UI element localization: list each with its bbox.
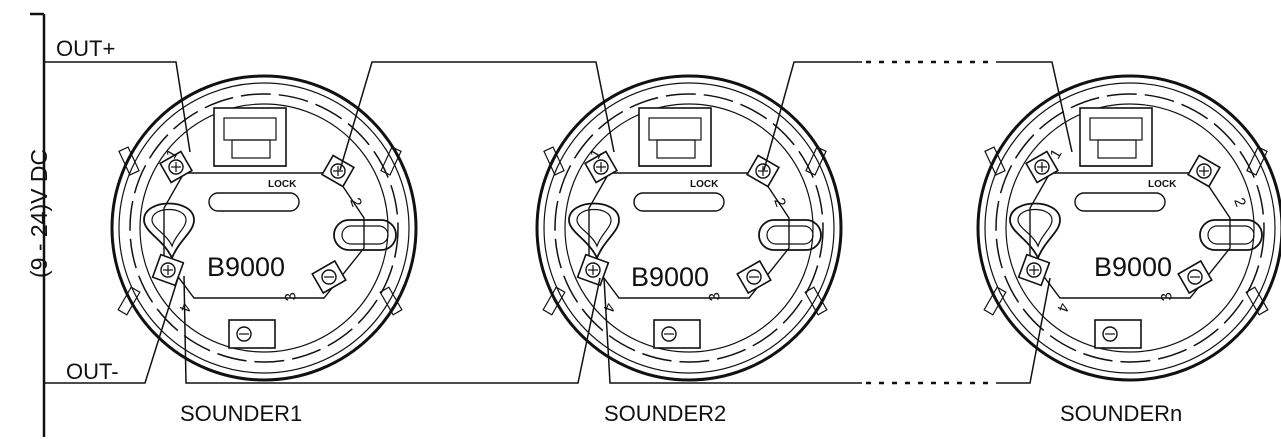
base-n-terminal-3: 3 — [1158, 291, 1176, 302]
sounder-1-label: SOUNDER1 — [180, 401, 302, 426]
wire-negative-in — [44, 277, 179, 384]
wire-positive-link-1 — [339, 61, 615, 171]
base-n-model: B9000 — [1094, 252, 1172, 282]
base-2-terminal-2: 2 — [770, 196, 789, 210]
base-2-terminal-1: 1 — [587, 146, 606, 162]
base-2-lock: LOCK — [690, 179, 719, 190]
out-minus-label: OUT- — [66, 359, 119, 384]
sounder-2-label: SOUNDER2 — [604, 401, 726, 426]
wire-negative-link-n — [996, 277, 1051, 384]
out-plus-label: OUT+ — [56, 36, 115, 61]
base-n-terminal-2: 2 — [1230, 196, 1249, 210]
base-2-model: B9000 — [631, 262, 709, 292]
detector-base-2 — [535, 74, 843, 382]
wire-positive-link-n — [996, 61, 1073, 153]
wire-negative-link-2 — [603, 277, 862, 384]
wire-negative-link-1 — [183, 275, 601, 384]
base-2-terminal-3: 3 — [706, 291, 724, 302]
base-1-lock: LOCK — [268, 179, 297, 190]
sounder-n-label: SOUNDERn — [1060, 401, 1182, 426]
detector-base-1 — [110, 74, 418, 382]
base-1-terminal-3: 3 — [282, 291, 300, 302]
base-n-terminal-4: 4 — [1053, 301, 1072, 315]
supply-voltage-label: (9 - 24)V DC — [26, 149, 52, 278]
base-n-lock: LOCK — [1148, 179, 1177, 190]
wire-positive-link-2 — [763, 61, 862, 171]
wire-positive-in — [44, 61, 191, 153]
base-2-terminal-4: 4 — [599, 301, 618, 315]
detector-base-n — [976, 74, 1281, 382]
base-1-terminal-2: 2 — [346, 196, 365, 210]
base-1-model: B9000 — [207, 252, 285, 282]
